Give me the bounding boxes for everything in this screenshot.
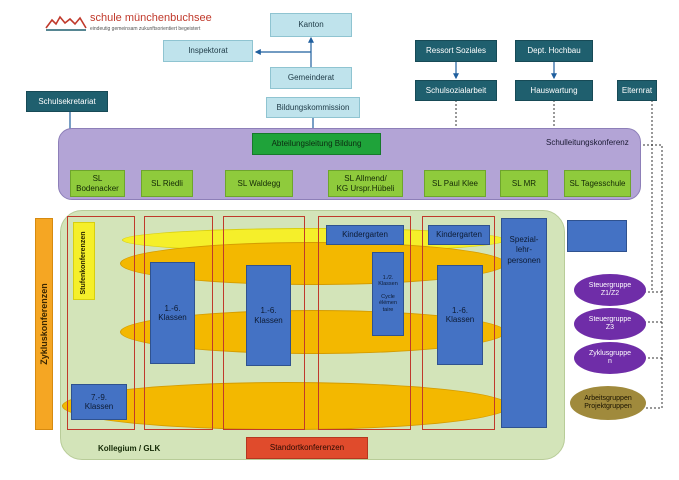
paul-klee-kindergarten-box: Kindergarten [428, 225, 490, 245]
steuergruppe-z3: Steuergruppe Z3 [574, 308, 646, 340]
sl-paul-klee-box: SL Paul Klee [424, 170, 486, 197]
logo-name: schule münchenbuchsee [90, 12, 212, 24]
waldegg-outline [223, 216, 305, 430]
kanton-box: Kanton [270, 13, 352, 37]
abteilungsleitung-box: Abteilungsleitung Bildung [252, 133, 381, 155]
hauswartung-box: Hauswartung [515, 80, 593, 101]
bodenacker-outline [67, 216, 135, 430]
stufenkonferenzen-label: Stufenkonferenzen [79, 231, 87, 295]
schulleitungskonferenz-label: Schulleitungskonferenz [546, 138, 629, 147]
stufenkonferenzen-box [73, 222, 95, 300]
sl-bodenacker-box: SL Bodenacker [70, 170, 125, 197]
steuergruppe-z1z2: Steuergruppe Z1/Z2 [574, 274, 646, 306]
zyklusgruppen: Zyklusgruppe n [574, 342, 646, 374]
cycle-elementaire-box: 1./2. Klassen Cycle élémen taire [372, 252, 404, 336]
riedli-klassen-box: 1.-6. Klassen [150, 262, 195, 364]
inspektorat-box: Inspektorat [163, 40, 253, 62]
spezial-lehrpersonen-box: Spezial- lehr- personen [501, 218, 547, 428]
logo-skyline-icon [45, 15, 87, 31]
allmend-outline [318, 216, 411, 430]
sl-tagesschule-box: SL Tagesschule [564, 170, 631, 197]
sl-riedli-box: SL Riedli [141, 170, 193, 197]
schulsozialarbeit-box: Schulsozialarbeit [415, 80, 497, 101]
tagesschulmitarbeitende-box [567, 220, 627, 252]
bildungskommission-box: Bildungskommission [266, 97, 360, 118]
sl-waldegg-box: SL Waldegg [225, 170, 293, 197]
elternrat-box: Elternrat [617, 80, 657, 101]
spezial-lehrpersonen-label: Spezial- lehr- personen [507, 235, 541, 265]
zykluskonferenzen-label: Zykluskonferenzen [38, 283, 49, 365]
standortkonferenzen-box: Standortkonferenzen [246, 437, 368, 459]
riedli-outline [144, 216, 213, 430]
arbeitsgruppen: Arbeitsgruppen Projektgruppen [570, 386, 646, 420]
kollegium-label: Kollegium / GLK [98, 444, 161, 453]
sl-mr-box: SL MR [500, 170, 548, 197]
dept-hochbau-box: Dept. Hochbau [515, 40, 593, 62]
waldegg-klassen-box: 1.-6. Klassen [246, 265, 291, 366]
gold-ellipse-3 [62, 382, 510, 430]
ressort-soziales-box: Ressort Soziales [415, 40, 497, 62]
bodenacker-klassen-box: 7.-9. Klassen [71, 384, 127, 420]
paul-klee-klassen-box: 1.-6. Klassen [437, 265, 483, 365]
zykluskonferenzen-bar [35, 218, 53, 430]
logo-tagline: eindeutig gemeinsam zukunftsorientiert b… [90, 26, 201, 32]
logo: schule münchenbuchsee eindeutig gemeinsa… [44, 10, 212, 38]
schulsekretariat-box: Schulsekretariat [26, 91, 108, 112]
allmend-kindergarten-box: Kindergarten [326, 225, 404, 245]
gemeinderat-box: Gemeinderat [270, 67, 352, 89]
paul-klee-outline [422, 216, 495, 430]
sl-allmend-box: SL Allmend/ KG Urspr.Hübeli [328, 170, 403, 197]
